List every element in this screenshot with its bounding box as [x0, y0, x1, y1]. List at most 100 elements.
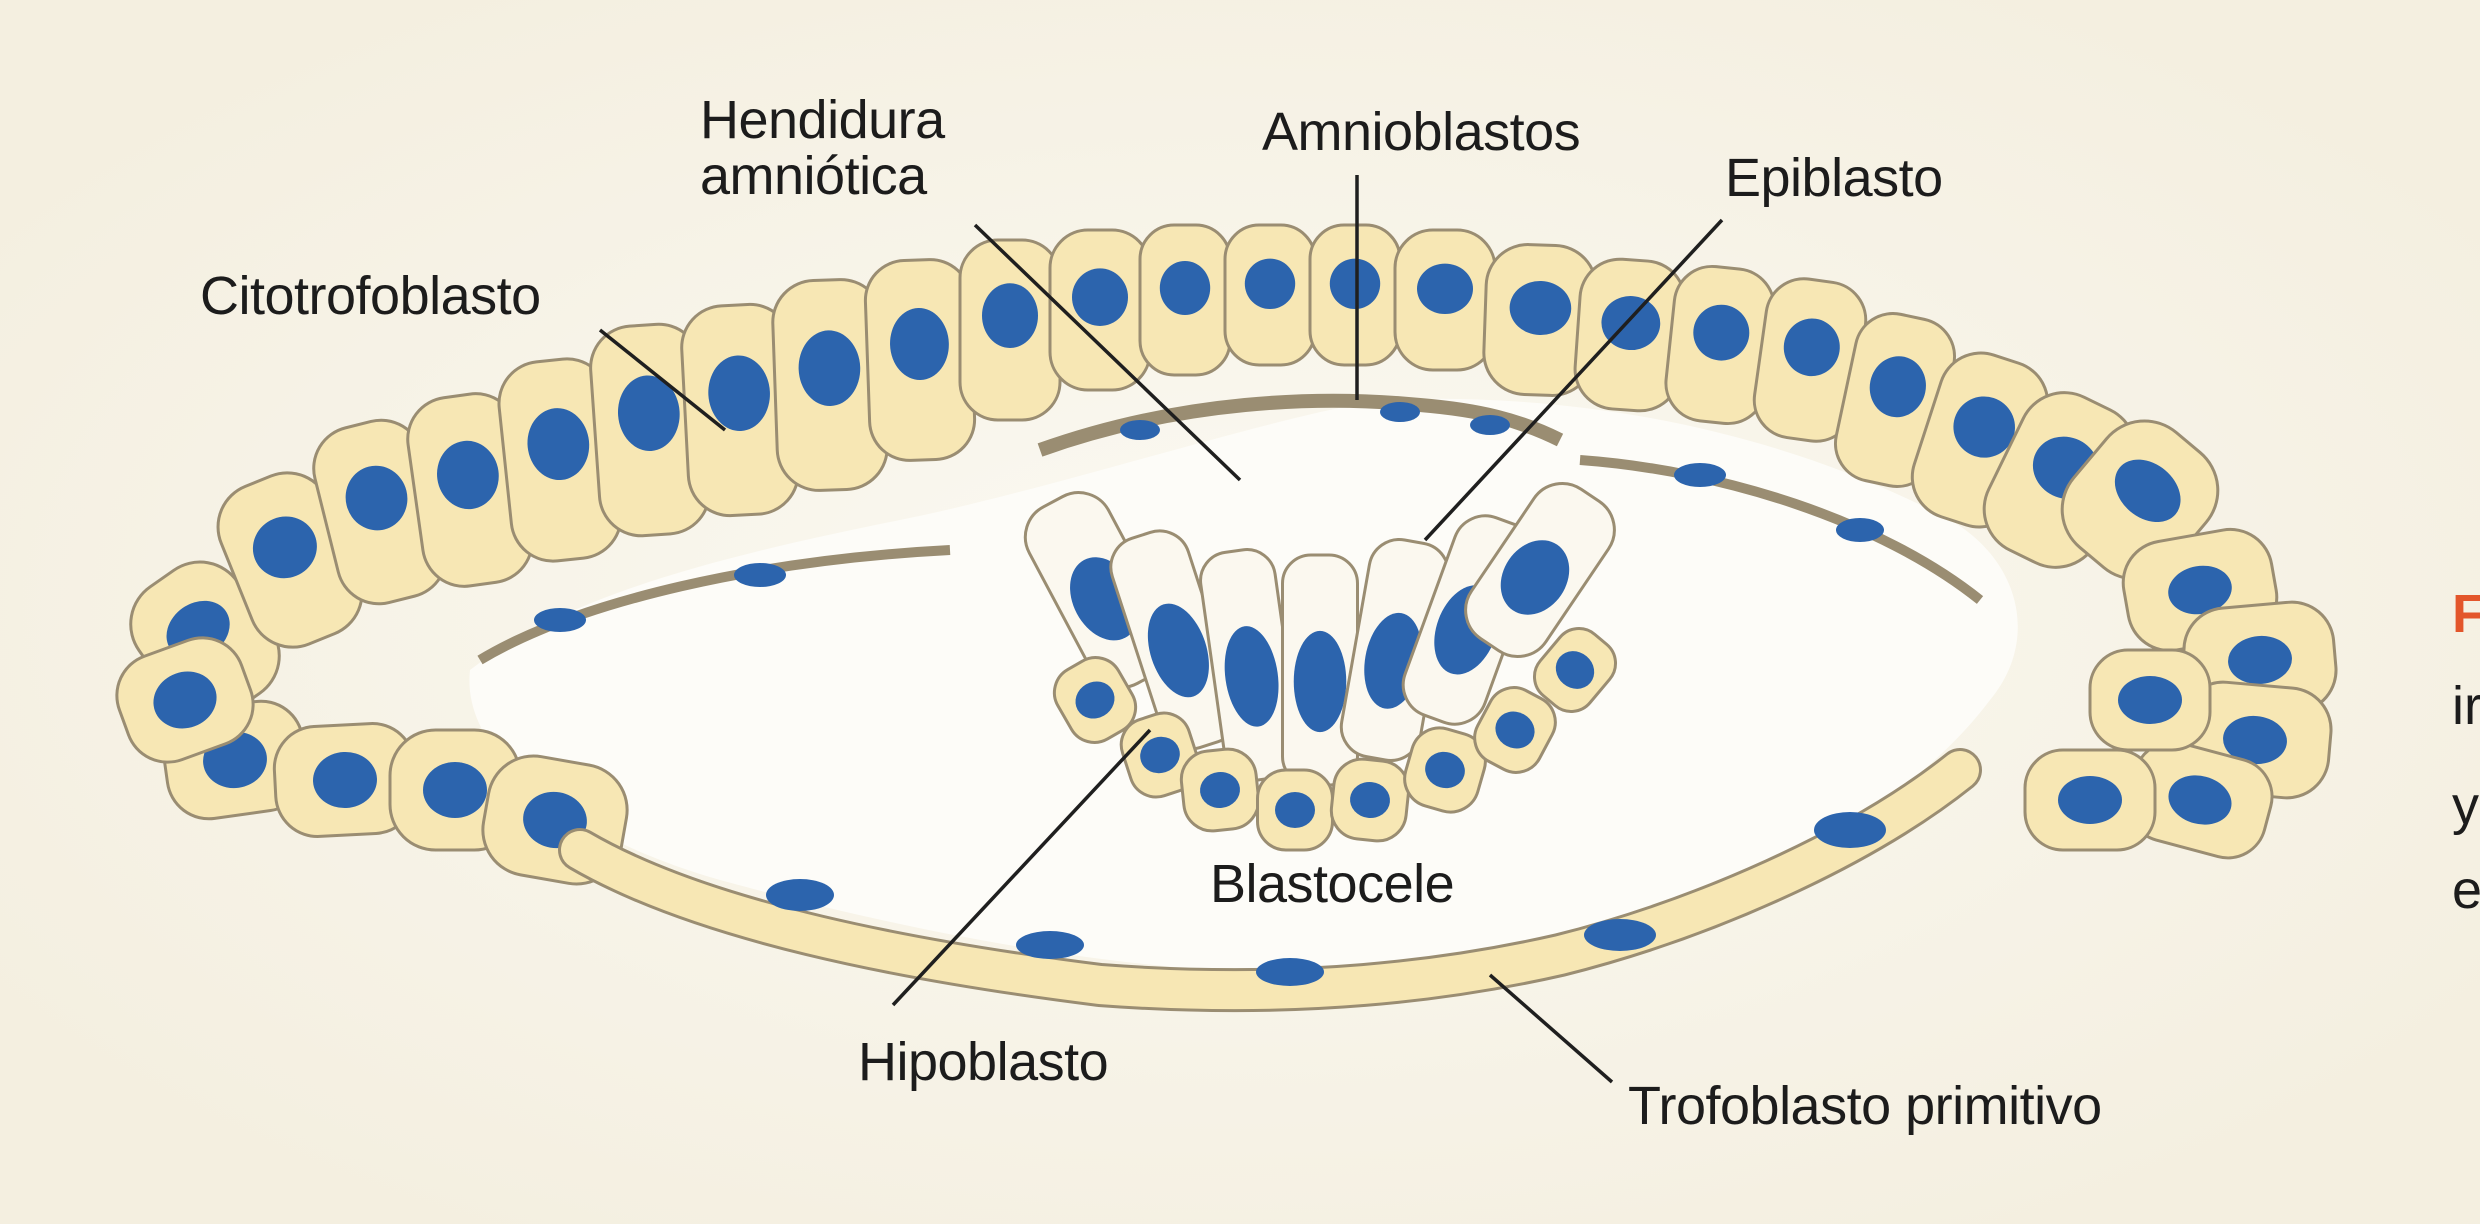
cell-nucleus — [313, 751, 377, 809]
cell-nucleus — [1147, 603, 1209, 698]
cytotrophoblast-cell — [497, 357, 623, 563]
cell-nucleus — [1275, 792, 1315, 828]
cytotrophoblast-cell — [771, 278, 889, 492]
cytotrophoblast-cell — [1664, 264, 1776, 426]
cell-nucleus — [1693, 304, 1750, 361]
cytotrophoblast-cell — [1223, 223, 1317, 367]
cell-nucleus — [1072, 268, 1128, 326]
leader-trofoblasto — [1488, 973, 1614, 1084]
cell-nucleus — [1350, 781, 1390, 819]
inner-membrane — [477, 455, 1984, 665]
leader-hipoblasto — [891, 728, 1152, 1007]
cell-nucleus — [153, 671, 217, 729]
hypoblast-cell — [1532, 627, 1618, 713]
trophoblast-nucleus — [1584, 919, 1656, 951]
cell-nucleus — [1200, 771, 1240, 809]
cell-nucleus — [1244, 258, 1296, 309]
cell-nucleus — [345, 465, 408, 531]
cell-nucleus — [1495, 711, 1535, 749]
side-text-fragment: y — [2452, 776, 2479, 836]
cell-nucleus — [1869, 356, 1926, 418]
amnion-roof — [1037, 393, 1564, 457]
cytotrophoblast-cell — [2126, 740, 2274, 860]
side-text-fragment: F — [2452, 584, 2480, 644]
side-text-fragment: ir — [2452, 676, 2480, 736]
cytotrophoblast-cell — [863, 258, 977, 462]
cell-nucleus — [1425, 751, 1465, 789]
cell-nucleus — [890, 308, 949, 381]
cell-nucleus — [1509, 281, 1572, 336]
cell-nucleus — [1293, 630, 1347, 733]
trophoblast-nucleus — [1256, 958, 1324, 986]
label-epiblasto: Epiblasto — [1725, 148, 1943, 208]
cell-nucleus — [252, 516, 317, 579]
epiblast-cell — [1281, 553, 1359, 787]
cytotrophoblast-cell — [115, 636, 255, 764]
cytotrophoblast-cell — [1393, 228, 1497, 372]
leader-citotrofoblasto — [598, 328, 727, 432]
hypoblast-cell — [1473, 686, 1557, 774]
cell-nucleus — [2223, 715, 2287, 765]
primitive-trophoblast-fill — [561, 751, 1979, 1010]
leader-epiblasto — [1423, 218, 1724, 542]
cell-nucleus — [423, 762, 487, 818]
cell-nucleus — [1140, 736, 1180, 774]
membrane-nucleus — [534, 608, 586, 632]
amnioblast-nucleus — [1120, 420, 1160, 440]
cell-nucleus — [1159, 261, 1211, 315]
trophoblast-nucleus — [766, 879, 834, 911]
membrane-nucleus — [1836, 518, 1884, 542]
label-trofoblasto-primitivo: Trofoblasto primitivo — [1628, 1076, 2102, 1136]
cell-nucleus — [2114, 459, 2181, 523]
cell-nucleus — [1953, 396, 2015, 458]
leader-hendidura — [973, 223, 1242, 482]
hypoblast-cell — [1256, 768, 1334, 852]
cell-nucleus — [1417, 263, 1473, 314]
cytotrophoblast-cell — [1138, 223, 1232, 377]
cell-nucleus — [1224, 626, 1279, 727]
trophoblast-nucleus — [1814, 812, 1886, 848]
cell-nucleus — [2118, 676, 2182, 724]
label-blastocele: Blastocele — [1210, 854, 1455, 914]
cell-nucleus — [2168, 775, 2232, 825]
cell-nucleus — [1783, 318, 1840, 377]
cell-nucleus — [527, 408, 590, 481]
cytotrophoblast-cell — [2088, 648, 2212, 752]
label-citotrofoblasto: Citotrofoblasto — [200, 266, 541, 326]
cytotrophoblast-cell — [2023, 748, 2157, 852]
cell-nucleus — [1329, 258, 1381, 309]
hypoblast-cell — [1052, 656, 1138, 744]
amnioblast-nucleus — [1380, 402, 1420, 422]
cell-nucleus — [1500, 540, 1570, 615]
side-text-fragment: e — [2452, 860, 2480, 920]
amnioblast-nucleus — [1470, 415, 1510, 435]
cell-nucleus — [982, 283, 1038, 348]
leader-lines — [598, 175, 1724, 1084]
cytotrophoblast-cell — [272, 722, 418, 838]
cell-nucleus — [2228, 635, 2292, 685]
cell-nucleus — [2168, 565, 2232, 615]
label-amnioblastos: Amnioblastos — [1262, 102, 1581, 162]
hypoblast-cell — [1329, 757, 1411, 843]
cell-nucleus — [617, 375, 680, 452]
cell-nucleus — [1555, 651, 1595, 689]
hypoblast-cell — [1179, 747, 1261, 833]
membrane-nucleus — [1674, 463, 1726, 487]
cell-nucleus — [2058, 776, 2122, 824]
cell-layers — [115, 223, 2338, 1013]
hypoblast-cell — [1119, 711, 1201, 799]
cytotrophoblast-cell — [1308, 223, 1402, 367]
cytotrophoblast-cell — [1752, 277, 1868, 443]
epiblast-cell — [1464, 482, 1616, 658]
membrane-nucleus — [734, 563, 786, 587]
epiblast-cell — [1199, 548, 1301, 782]
cell-nucleus — [1075, 681, 1115, 719]
label-hendidura-amniotica: Hendidura amniótica — [700, 90, 945, 206]
epiblast-cell — [1109, 529, 1241, 751]
cell-nucleus — [798, 330, 861, 407]
hypoblast-cell — [1403, 726, 1487, 814]
trophoblast-nucleus — [1016, 931, 1084, 959]
cytotrophoblast-cell — [406, 392, 534, 588]
